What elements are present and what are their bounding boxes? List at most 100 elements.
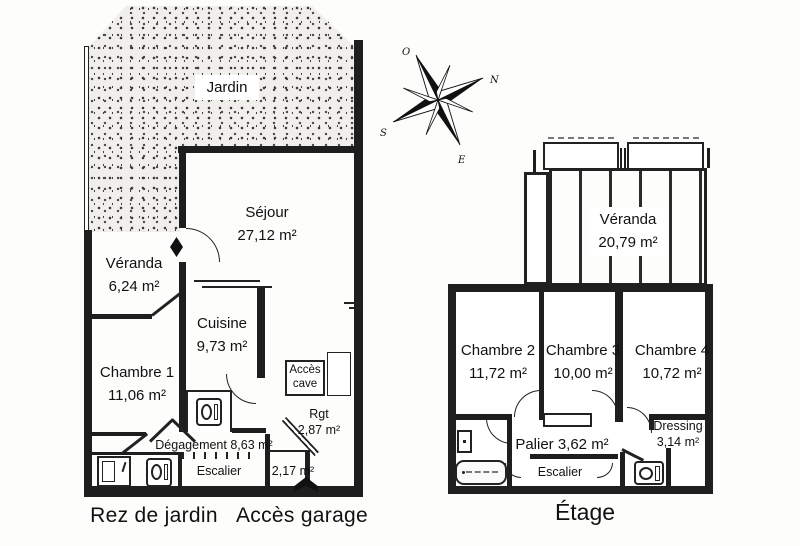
cave-stair-box <box>327 352 351 396</box>
wall <box>257 288 265 378</box>
veranda-area: 6,24 m² <box>108 278 160 296</box>
stairs-edge <box>530 454 618 459</box>
wall <box>649 414 654 430</box>
veranda-name: Véranda <box>105 255 163 272</box>
skylight <box>627 142 704 170</box>
toilet-bowl <box>639 467 653 480</box>
toilet-tank <box>214 404 218 420</box>
wall <box>620 148 622 170</box>
wall <box>305 450 310 486</box>
wall <box>84 46 89 232</box>
cuisine-area: 9,73 m² <box>196 338 248 356</box>
door-marker-icon <box>170 237 183 257</box>
sink-drain <box>463 439 467 443</box>
acces-cave-label: Accès cave <box>285 363 325 392</box>
toilet-bowl <box>151 464 162 480</box>
skylight-dashes <box>633 137 699 139</box>
wall <box>265 434 270 486</box>
chambre2-name: Chambre 2 <box>460 342 536 359</box>
wall <box>179 262 186 316</box>
shower-mark <box>121 461 127 473</box>
wall <box>649 414 705 420</box>
rgt-area: 2,87 m² <box>297 423 341 438</box>
escalier-label-ground: Escalier <box>196 464 242 478</box>
room-label-sejour: Séjour 27,12 m² <box>205 201 329 248</box>
rgt-name: Rgt <box>309 407 329 421</box>
entry-area-label: 2,17 m² <box>271 464 315 478</box>
wall <box>620 452 625 486</box>
wall <box>202 286 272 288</box>
veranda-upper-area: 20,79 m² <box>598 233 658 251</box>
chambre3-name: Chambre 3 <box>545 342 621 359</box>
skylight <box>543 142 619 170</box>
room-label-veranda: Véranda 6,24 m² <box>92 252 176 299</box>
room-label-dressing: Dressing 3,14 m² <box>649 418 707 451</box>
wall <box>354 40 363 496</box>
room-label-chambre4: Chambre 4 10,72 m² <box>629 339 715 386</box>
wall <box>268 450 308 452</box>
toilet-tank <box>655 466 660 481</box>
wall <box>84 230 92 486</box>
window-mark <box>349 307 363 309</box>
wall <box>179 316 186 432</box>
palier-recess <box>543 413 592 427</box>
veranda-upper: Véranda 20,79 m² <box>549 168 707 286</box>
skylight-dashes <box>548 137 614 139</box>
garage-caption: Accès garage <box>236 504 369 527</box>
toilet-bowl <box>201 404 212 420</box>
ground-floor-caption: Rez de jardin <box>90 504 218 527</box>
bathtub-icon <box>455 460 507 485</box>
wall <box>179 150 186 228</box>
toilet-icon <box>196 398 222 426</box>
wall <box>624 148 626 170</box>
dressing-name: Dressing <box>653 419 703 433</box>
toilet-icon <box>146 458 172 487</box>
wall <box>90 452 180 455</box>
shower-icon <box>97 456 131 487</box>
veranda-upper-name: Véranda <box>599 211 657 228</box>
room-label-chambre2: Chambre 2 11,72 m² <box>455 339 541 386</box>
escalier-label-upper: Escalier <box>537 465 583 479</box>
chambre3-area: 10,00 m² <box>553 365 613 383</box>
chambre1-area: 11,06 m² <box>107 387 167 405</box>
wall <box>666 448 671 486</box>
sink-icon <box>457 430 472 453</box>
garden-label: Jardin <box>195 75 259 101</box>
wall <box>507 414 512 486</box>
sejour-name: Séjour <box>245 204 289 221</box>
chambre2-area: 11,72 m² <box>468 365 528 383</box>
room-label-cuisine: Cuisine 9,73 m² <box>185 312 259 359</box>
wall <box>456 414 511 420</box>
compass-south-label: S <box>380 128 387 139</box>
palier-label: Palier 3,62 m² <box>515 436 609 453</box>
bathtub-drain <box>462 471 465 475</box>
wall <box>178 146 362 153</box>
chambre4-name: Chambre 4 <box>634 342 710 359</box>
window-mark <box>344 302 362 304</box>
stairs-treads <box>182 452 256 459</box>
veranda-side-bay <box>524 172 549 285</box>
room-label-chambre3: Chambre 3 10,00 m² <box>541 339 625 386</box>
toilet-tank <box>164 464 168 480</box>
wall <box>615 292 623 422</box>
compass-rose: O N S E <box>380 47 500 166</box>
chambre4-area: 10,72 m² <box>642 365 702 383</box>
wall <box>84 486 363 497</box>
upper-floor-block <box>448 284 713 494</box>
wall <box>232 428 266 433</box>
shower-tray <box>102 461 115 482</box>
acces-cave-line1: Accès <box>289 364 321 376</box>
room-label-chambre1: Chambre 1 11,06 m² <box>94 361 180 408</box>
wall <box>707 148 710 168</box>
garden-area <box>86 6 354 232</box>
acces-cave-box <box>285 360 325 396</box>
toilet-icon <box>634 461 664 485</box>
wall <box>178 452 182 486</box>
wall <box>539 292 544 420</box>
cuisine-name: Cuisine <box>196 315 248 332</box>
wall <box>533 150 536 172</box>
wall <box>86 314 152 319</box>
acces-cave-line2: cave <box>292 378 318 391</box>
room-label-rgt: Rgt 2,87 m² <box>288 406 350 439</box>
